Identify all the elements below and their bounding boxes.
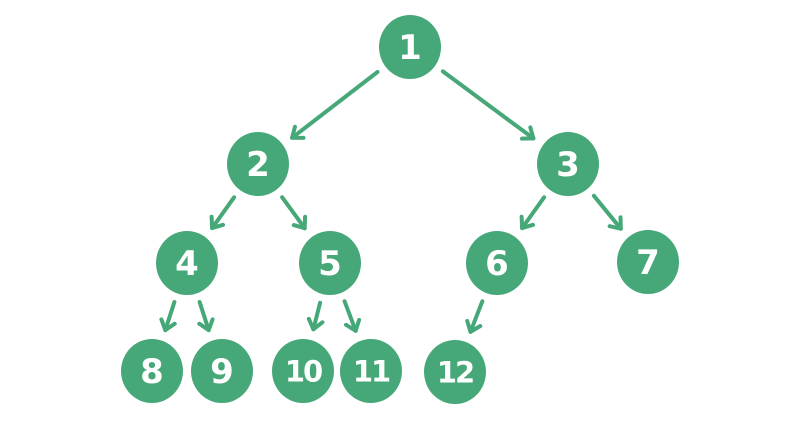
tree-node-6: 6 [466,231,528,295]
tree-node-label: 10 [285,354,322,388]
tree-node-4: 4 [156,231,218,295]
tree-node-label: 11 [353,354,390,388]
tree-node-circle [299,231,361,295]
tree-node-1: 1 [379,15,441,79]
tree-node-label: 1 [398,28,422,68]
tree-edge-5-10 [306,300,325,332]
tree-node-label: 9 [210,352,234,392]
tree-node-circle [537,132,599,196]
tree-node-label: 4 [175,244,199,284]
tree-node-circle [424,340,486,404]
tree-edge-2-5 [280,195,308,231]
tree-node-label: 6 [485,244,509,284]
tree-node-2: 2 [227,132,289,196]
tree-edge-1-3 [440,69,536,141]
tree-node-circle [121,339,183,403]
tree-node-label: 3 [556,145,580,185]
tree-node-circle [617,230,679,294]
tree-node-12: 12 [424,340,486,404]
tree-edge-3-7 [591,193,623,231]
tree-node-label: 2 [246,145,270,185]
tree-node-11: 11 [340,339,402,403]
tree-edge-5-11 [342,299,362,333]
tree-node-circle [272,339,334,403]
tree-node-8: 8 [121,339,183,403]
tree-node-7: 7 [617,230,679,294]
tree-node-circle [191,339,253,403]
tree-node-5: 5 [299,231,361,295]
tree-node-circle [379,15,441,79]
tree-edge-2-4 [209,195,237,231]
tree-node-label: 7 [636,243,660,283]
tree-node-10: 10 [272,339,334,403]
tree-node-label: 8 [140,352,164,392]
tree-node-circle [227,132,289,196]
tree-node-9: 9 [191,339,253,403]
tree-edge-3-6 [519,195,547,231]
tree-node-label: 12 [437,355,473,389]
tree-node-3: 3 [537,132,599,196]
tree-node-circle [466,231,528,295]
tree-edge-1-2 [290,70,380,140]
tree-edge-4-9 [197,300,215,333]
tree-node-circle [340,339,402,403]
tree-edge-6-12 [465,299,485,334]
tree-node-circle [156,231,218,295]
tree-node-label: 5 [318,244,342,284]
tree-edge-4-8 [159,300,177,333]
